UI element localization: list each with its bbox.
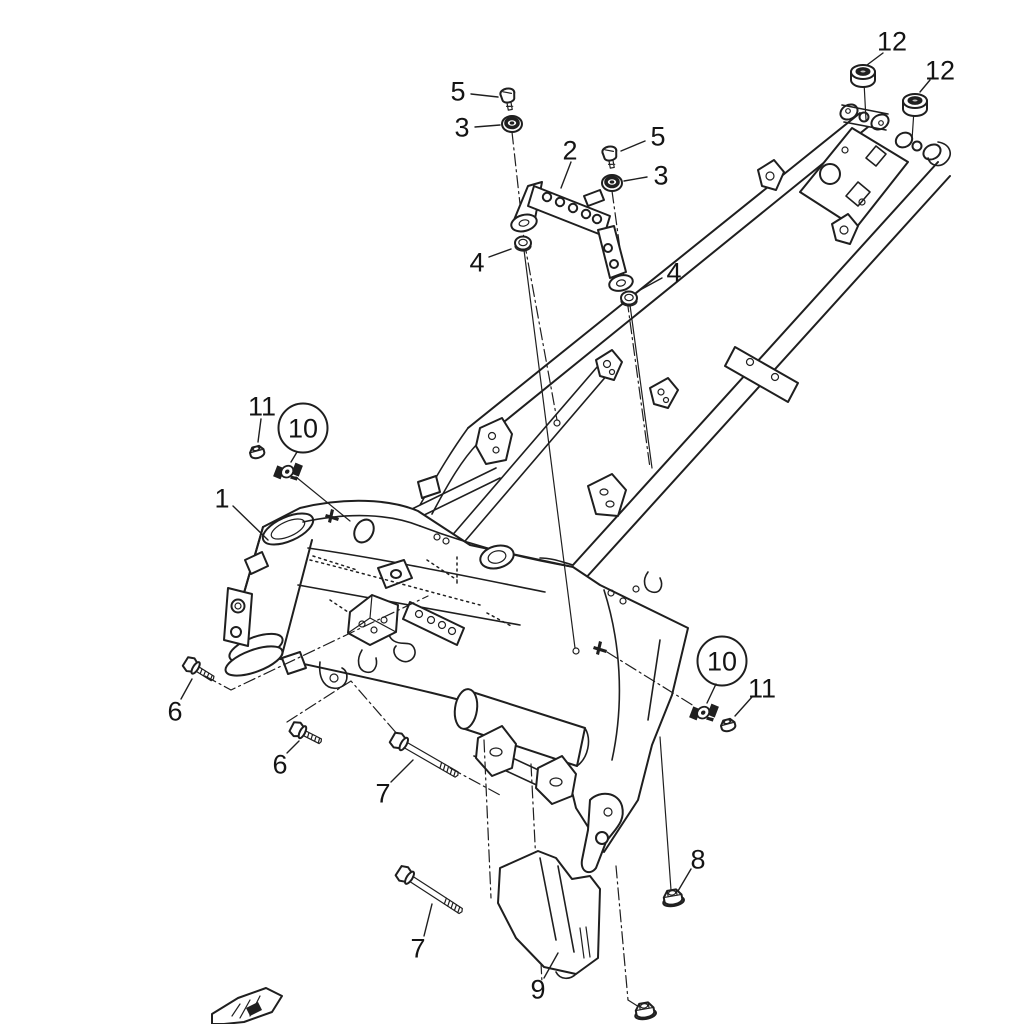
callout-6: 6 [167, 697, 182, 727]
leader-line-9 [543, 952, 559, 979]
screw-part [498, 86, 519, 113]
highlight-circle [277, 402, 329, 454]
damper-part [850, 64, 876, 88]
bolt-short-part [180, 654, 219, 687]
guard-plate-drawing [497, 850, 601, 980]
leader-line-6 [180, 678, 193, 700]
callout-label-7: 7 [410, 934, 425, 964]
callout-label-1: 1 [214, 484, 229, 514]
nut-flange-part [660, 887, 686, 909]
callout-12: 12 [877, 27, 907, 57]
leader-line-1 [232, 505, 269, 541]
callout-label-10: 10 [707, 647, 737, 677]
callout-5: 5 [450, 77, 465, 107]
callouts-layer: 12 12 5 3 2 5 3 4 4 11 10 1 6 6 7 7 10 11 8 9 [167, 27, 955, 1005]
leader-line-6 [286, 740, 300, 754]
nut-small-part [247, 443, 267, 461]
subframe-drawing [411, 103, 951, 581]
leader-line-12 [866, 52, 884, 66]
screw-part [600, 144, 621, 171]
highlight-circle [696, 635, 748, 687]
leader-line-7 [390, 759, 414, 783]
callout-label-3: 3 [454, 113, 469, 143]
leader-line-11 [257, 418, 262, 443]
callout-4: 4 [469, 248, 484, 278]
leader-line-5 [620, 140, 646, 152]
leader-line-3 [623, 176, 648, 182]
callout-label-10: 10 [288, 414, 318, 444]
leader-line-10 [290, 451, 298, 463]
callout-11: 11 [248, 392, 276, 422]
clamp-part [268, 452, 309, 492]
callout-9: 9 [530, 975, 545, 1005]
damper-part [902, 93, 928, 117]
grommet-part [500, 114, 524, 134]
leader-line-4 [639, 277, 663, 291]
callout-3: 3 [653, 161, 668, 191]
callout-7: 7 [410, 934, 425, 964]
nut-flange-part [632, 1000, 658, 1022]
callout-label-4: 4 [469, 248, 484, 278]
clamp-part [684, 693, 725, 733]
nut-small-part [718, 716, 738, 734]
callout-label-11: 11 [248, 392, 276, 422]
callout-10-highlighted[interactable]: 10 [277, 402, 329, 454]
callout-label-2: 2 [562, 136, 577, 166]
callout-5: 5 [650, 122, 665, 152]
callout-label-11: 11 [748, 674, 776, 704]
leader-line-11 [734, 696, 753, 717]
leader-line-10 [706, 683, 717, 704]
callout-label-5: 5 [650, 122, 665, 152]
alignment-lines [204, 81, 915, 1008]
callout-label-12: 12 [925, 56, 955, 86]
callout-label-7: 7 [375, 779, 390, 809]
leader-line-4 [488, 248, 512, 258]
leader-lines-layer [180, 52, 931, 979]
callout-1: 1 [214, 484, 229, 514]
callout-12: 12 [925, 56, 955, 86]
callout-3: 3 [454, 113, 469, 143]
stay-bracket-drawing [510, 181, 634, 292]
collar-part [620, 290, 638, 307]
main-frame-drawing [223, 499, 689, 874]
callout-label-3: 3 [653, 161, 668, 191]
leader-line-8 [677, 868, 692, 892]
leader-line-2 [560, 161, 572, 189]
callout-label-4: 4 [666, 258, 681, 288]
callout-6: 6 [272, 750, 287, 780]
callout-11: 11 [748, 674, 776, 704]
collar-part [514, 235, 532, 252]
callout-10-highlighted[interactable]: 10 [696, 635, 748, 687]
callout-label-9: 9 [530, 975, 545, 1005]
callout-7: 7 [375, 779, 390, 809]
leader-line-3 [474, 124, 501, 128]
callout-label-5: 5 [450, 77, 465, 107]
callout-label-6: 6 [167, 697, 182, 727]
leader-line-7 [423, 903, 433, 937]
callout-label-8: 8 [690, 845, 705, 875]
corner-part-drawing [211, 987, 283, 1024]
callout-8: 8 [690, 845, 705, 875]
callout-label-6: 6 [272, 750, 287, 780]
callout-4: 4 [666, 258, 681, 288]
leader-line-12 [919, 79, 931, 93]
grommet-part [600, 173, 624, 193]
leader-line-5 [470, 93, 499, 98]
bolt-short-part [287, 719, 326, 750]
callout-2: 2 [562, 136, 577, 166]
callout-label-12: 12 [877, 27, 907, 57]
